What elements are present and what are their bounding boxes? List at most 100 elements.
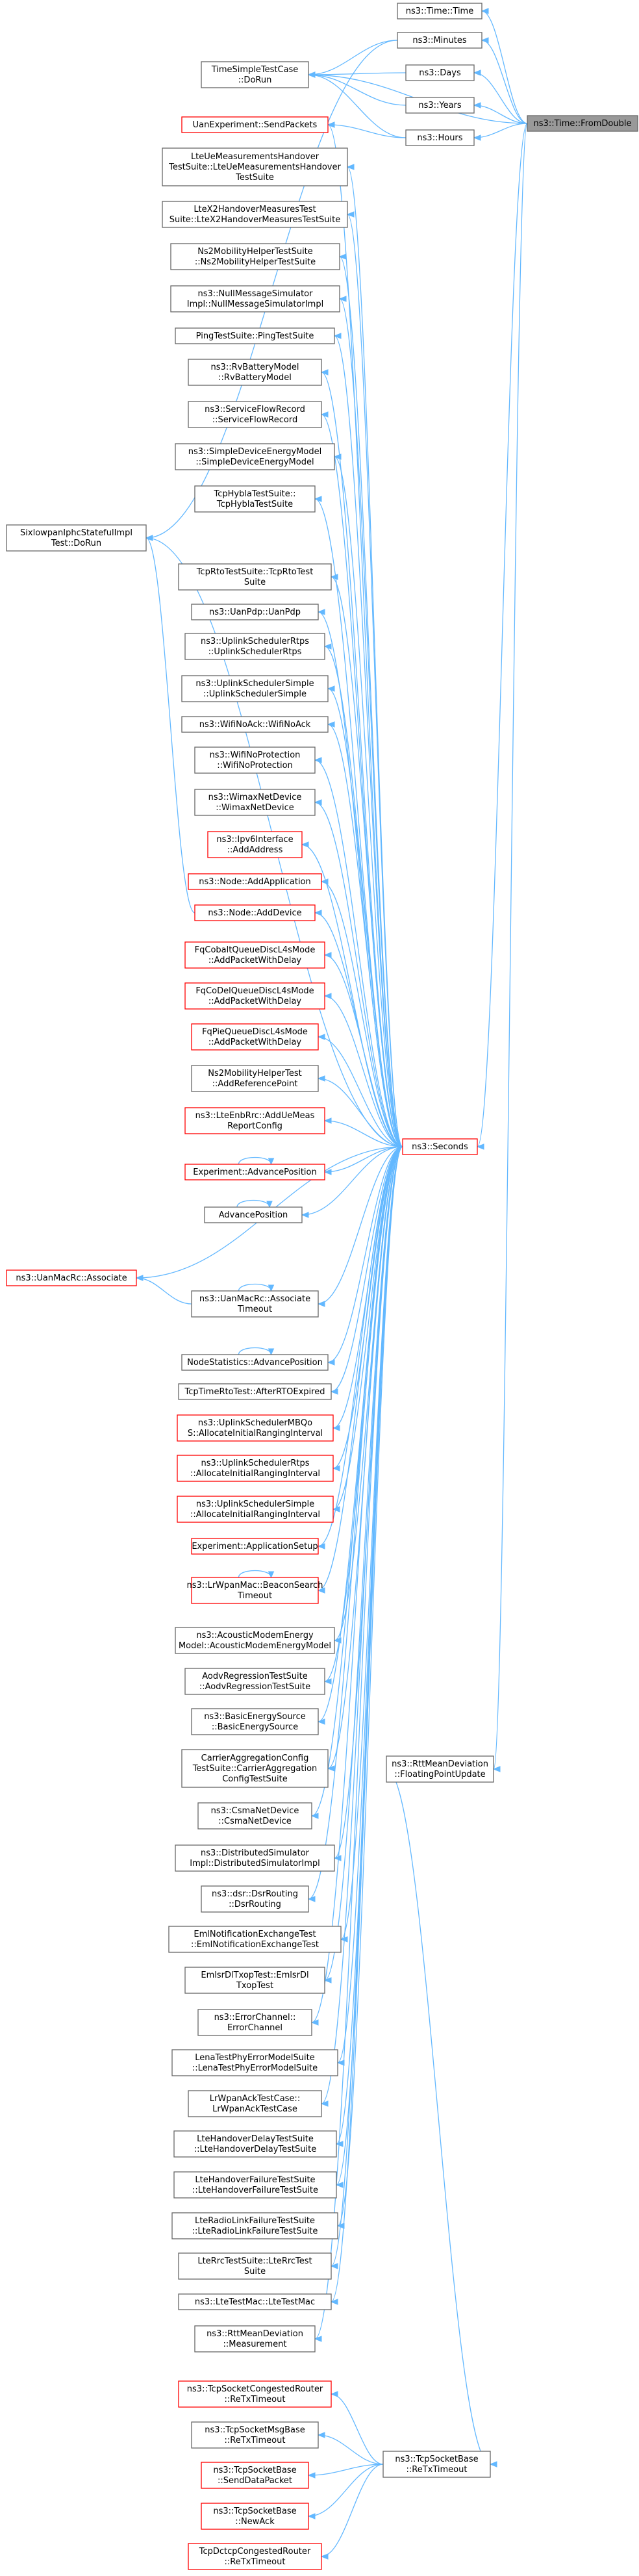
node-eml[interactable]: EmlNotificationExchangeTest::EmlNotifica… xyxy=(168,1926,342,1953)
edge-arrowhead xyxy=(268,1571,275,1579)
node-lterlf[interactable]: LteRadioLinkFailureTestSuite::LteRadioLi… xyxy=(171,2212,338,2239)
node-acoustic[interactable]: ns3::AcousticModemEnergyModel::AcousticM… xyxy=(175,1627,335,1654)
node-lenaphy[interactable]: LenaTestPhyErrorModelSuite::LenaTestPhyE… xyxy=(171,2049,338,2076)
node-ns2mob[interactable]: Ns2MobilityHelperTestSuite::Ns2MobilityH… xyxy=(170,243,340,270)
node-tcphybla[interactable]: TcpHyblaTestSuite::TcpHyblaTestSuite xyxy=(194,485,316,513)
node-tcpnewack[interactable]: ns3::TcpSocketBase::NewAck xyxy=(201,2503,309,2530)
node-ltehodelay[interactable]: LteHandoverDelayTestSuite::LteHandoverDe… xyxy=(173,2130,337,2158)
node-hours[interactable]: ns3::Hours xyxy=(405,129,475,146)
node-ping[interactable]: PingTestSuite::PingTestSuite xyxy=(175,327,335,344)
node-days[interactable]: ns3::Days xyxy=(405,64,475,81)
node-ulsimplealloc[interactable]: ns3::UplinkSchedulerSimple::AllocateInit… xyxy=(177,1496,334,1523)
node-ipv6add[interactable]: ns3::Ipv6Interface::AddAddress xyxy=(207,831,303,858)
edge-line xyxy=(236,1199,270,1208)
node-tcpsend[interactable]: ns3::TcpSocketBase::SendDataPacket xyxy=(201,2462,309,2489)
node-ulrtpsalloc[interactable]: ns3::UplinkSchedulerRtps::AllocateInitia… xyxy=(177,1455,334,1482)
node-label: CarrierAggregationConfig xyxy=(201,1753,309,1763)
node-ltex2[interactable]: LteX2HandoverMeasuresTestSuite::LteX2Han… xyxy=(162,201,348,228)
node-advpos[interactable]: AdvancePosition xyxy=(204,1206,303,1223)
edge-line xyxy=(331,1146,403,1392)
node-uan-send[interactable]: UanExperiment::SendPackets xyxy=(181,116,329,133)
node-seconds[interactable]: ns3::Seconds xyxy=(402,1138,478,1155)
node-tstc[interactable]: TimeSimpleTestCase::DoRun xyxy=(201,61,309,88)
node-emlsrdl[interactable]: EmlsrDlTxopTest::EmlsrDlTxopTest xyxy=(184,1967,325,1994)
node-label: ::ReTxTimeout xyxy=(225,2395,286,2404)
node-ulrtps[interactable]: ns3::UplinkSchedulerRtps::UplinkSchedule… xyxy=(184,633,325,660)
node-aodv[interactable]: AodvRegressionTestSuite::AodvRegressionT… xyxy=(184,1668,325,1695)
node-lteue[interactable]: LteUeMeasurementsHandoverTestSuite::LteU… xyxy=(162,147,348,186)
node-minutes[interactable]: ns3::Minutes xyxy=(397,32,482,49)
node-lrack[interactable]: LrWpanAckTestCase::LrWpanAckTestCase xyxy=(188,2090,322,2117)
node-fqcobalt[interactable]: FqCobaltQueueDiscL4sMode::AddPacketWithD… xyxy=(184,941,325,969)
edge-line xyxy=(318,1078,403,1147)
node-wimax[interactable]: ns3::WimaxNetDevice::WimaxNetDevice xyxy=(194,789,316,816)
edge-arrowhead xyxy=(317,609,325,615)
node-expapp[interactable]: Experiment::ApplicationSetup xyxy=(191,1538,319,1555)
edge-arrowhead xyxy=(317,1543,325,1549)
node-label: ::WimaxNetDevice xyxy=(216,803,294,813)
node-box xyxy=(173,2130,337,2158)
edge-arrowhead xyxy=(323,643,332,650)
edge-line xyxy=(308,74,407,106)
node-sdem[interactable]: ns3::SimpleDeviceEnergyModel::SimpleDevi… xyxy=(175,443,335,470)
edge-arrowhead xyxy=(336,2060,345,2066)
node-tcpretx[interactable]: ns3::TcpSocketBase::ReTxTimeout xyxy=(382,2451,491,2478)
node-ns2ref[interactable]: Ns2MobilityHelperTest::AddReferencePoint xyxy=(191,1065,319,1092)
node-rttmean[interactable]: ns3::RttMeanDeviation::FloatingPointUpda… xyxy=(386,1755,494,1783)
node-distsim[interactable]: ns3::DistributedSimulatorImpl::Distribut… xyxy=(175,1844,335,1872)
node-root[interactable]: ns3::Time::FromDouble xyxy=(527,115,638,132)
node-rttmeas[interactable]: ns3::RttMeanDeviation::Measurement xyxy=(194,2325,316,2353)
node-ltelrrc[interactable]: LteRrcTestSuite::LteRrcTestSuite xyxy=(178,2252,332,2280)
node-wifinoprot[interactable]: ns3::WifiNoProtection::WifiNoProtection xyxy=(194,746,316,774)
node-rvbat[interactable]: ns3::RvBatteryModel::RvBatteryModel xyxy=(188,359,322,386)
node-wifinoack[interactable]: ns3::WifiNoAck::WifiNoAck xyxy=(181,716,329,733)
edge-arrowhead xyxy=(320,2553,329,2560)
edge-ltetestmac-seconds xyxy=(330,1146,403,2305)
node-ulsimple[interactable]: ns3::UplinkSchedulerSimple::UplinkSchedu… xyxy=(181,675,329,702)
edge-sixlow-adddev xyxy=(145,535,195,913)
edge-arrowhead xyxy=(320,411,329,418)
node-label: ::AddAddress xyxy=(227,845,283,855)
edge-tcpretx-rttmean xyxy=(386,1768,497,2468)
node-dsr[interactable]: ns3::dsr::DsrRouting::DsrRouting xyxy=(201,1885,309,1913)
node-ltetestmac[interactable]: ns3::LteTestMac::LteTestMac xyxy=(178,2293,332,2310)
node-csma[interactable]: ns3::CsmaNetDevice::CsmaNetDevice xyxy=(197,1802,312,1830)
node-label: ns3::LteEnbRrc::AddUeMeas xyxy=(195,1111,315,1121)
node-tcprto[interactable]: TcpRtoTestSuite::TcpRtoTestSuite xyxy=(178,563,332,591)
node-uanassoc[interactable]: ns3::UanMacRc::Associate xyxy=(6,1269,137,1286)
node-fqcodel[interactable]: FqCoDelQueueDiscL4sMode::AddPacketWithDe… xyxy=(184,982,325,1010)
node-nsadv[interactable]: NodeStatistics::AdvancePosition xyxy=(181,1354,329,1371)
node-time-time[interactable]: ns3::Time::Time xyxy=(397,3,482,19)
node-fqpie[interactable]: FqPieQueueDiscL4sMode::AddPacketWithDela… xyxy=(191,1023,319,1051)
edge-arrowhead xyxy=(317,2432,325,2438)
edge-time_time-root xyxy=(481,8,528,124)
node-errch[interactable]: ns3::ErrorChannel::ErrorChannel xyxy=(197,2009,312,2036)
node-expadv[interactable]: Experiment::AdvancePosition xyxy=(184,1164,325,1180)
node-addapp[interactable]: ns3::Node::AddApplication xyxy=(188,873,322,890)
node-label: ::AddPacketWithDelay xyxy=(208,997,302,1006)
node-ulmbqos[interactable]: ns3::UplinkSchedulerMBQoS::AllocateIniti… xyxy=(177,1414,334,1442)
node-label: ::AllocateInitialRangingInterval xyxy=(190,1469,320,1479)
edge-arrowhead xyxy=(335,2141,344,2147)
edge-line xyxy=(331,576,403,1147)
node-ltehofail[interactable]: LteHandoverFailureTestSuite::LteHandover… xyxy=(173,2171,337,2199)
node-adddev[interactable]: ns3::Node::AddDevice xyxy=(194,904,316,921)
node-uanpdp[interactable]: ns3::UanPdp::UanPdp xyxy=(191,604,319,620)
node-box xyxy=(197,1802,312,1830)
node-carrier[interactable]: CarrierAggregationConfigTestSuite::Carri… xyxy=(181,1749,329,1788)
node-sfr[interactable]: ns3::ServiceFlowRecord::ServiceFlowRecor… xyxy=(188,401,322,428)
node-tcptimerto[interactable]: TcpTimeRtoTest::AfterRTOExpired xyxy=(178,1383,332,1400)
node-tcpdctcp[interactable]: TcpDctcpCongestedRouter::ReTxTimeout xyxy=(188,2543,322,2570)
edge-ping-seconds xyxy=(333,333,403,1147)
node-years[interactable]: ns3::Years xyxy=(405,97,475,114)
node-label: ns3::NullMessageSimulator xyxy=(198,289,314,299)
node-nullmsg[interactable]: ns3::NullMessageSimulatorImpl::NullMessa… xyxy=(170,285,340,312)
node-basicenergy[interactable]: ns3::BasicEnergySource::BasicEnergySourc… xyxy=(191,1708,319,1735)
node-tcpmsg[interactable]: ns3::TcpSocketMsgBase::ReTxTimeout xyxy=(191,2421,319,2449)
node-tcpcong[interactable]: ns3::TcpSocketCongestedRouter::ReTxTimeo… xyxy=(178,2380,332,2408)
edge-rvbat-seconds xyxy=(320,369,403,1147)
